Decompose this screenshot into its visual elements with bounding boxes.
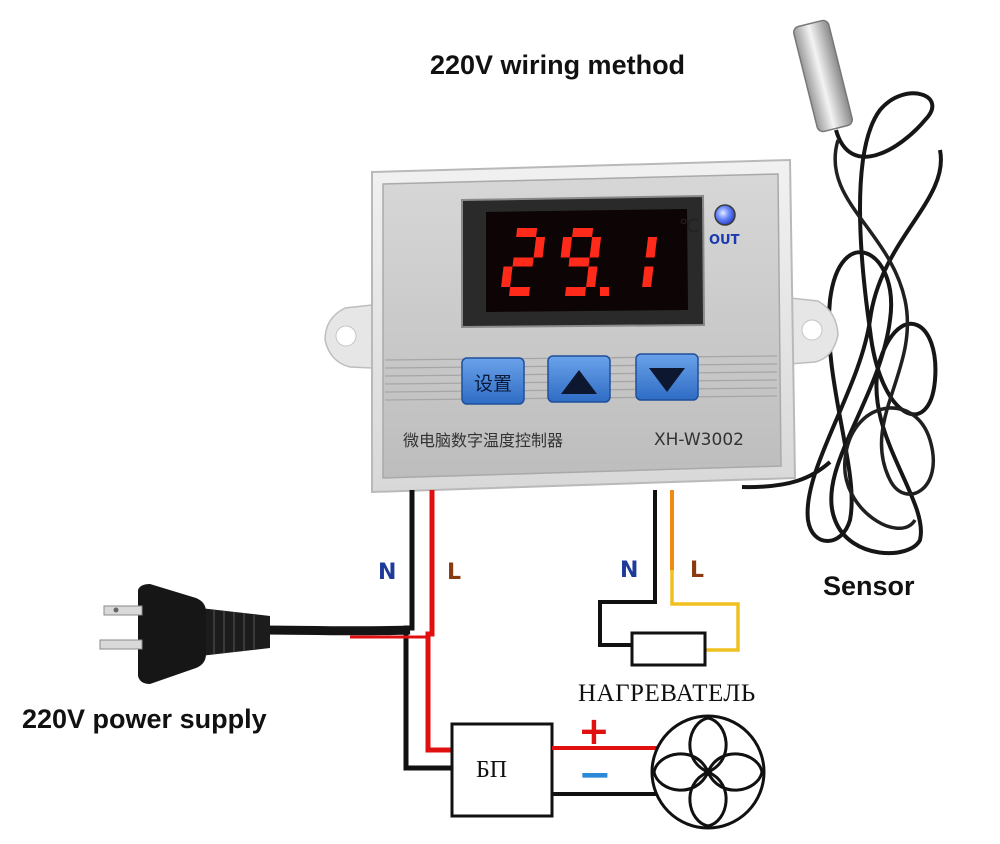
- temperature-controller: ℃ OUT 设置 微电脑数字温度控制器 XH-W3002: [324, 158, 839, 494]
- plug-head: [138, 584, 206, 684]
- input-wires: [403, 490, 452, 771]
- output-live-label: L: [690, 558, 705, 583]
- down-button[interactable]: [635, 353, 699, 401]
- plug-prong-top: [103, 605, 143, 616]
- sensor-label: Sensor: [823, 571, 915, 601]
- display-segment-f: [560, 237, 573, 258]
- power-plug: [99, 584, 428, 684]
- down-arrow-icon: [649, 368, 685, 392]
- model-number: XH-W3002: [654, 430, 744, 450]
- display-decimal-point: [600, 287, 609, 296]
- temperature-sensor: [741, 19, 943, 556]
- display-segment-c: [586, 266, 598, 287]
- plug-ribs: [213, 610, 255, 654]
- display-segment-d: [565, 287, 587, 296]
- power-supply-unit: [450, 722, 554, 818]
- out-indicator-led: [714, 204, 736, 226]
- diagram-title: 220V wiring method: [430, 50, 686, 80]
- up-button[interactable]: [547, 355, 611, 403]
- sensor-cable-to-device: [741, 460, 832, 490]
- display-segment-b: [645, 237, 658, 258]
- output-neutral-label: N: [620, 558, 639, 583]
- sensor-probe: [792, 19, 854, 133]
- output-live-wire-yellow: [670, 570, 740, 652]
- plus-sign: +: [578, 709, 610, 753]
- fan-icon: [650, 714, 766, 830]
- plug-prong-hole: [113, 607, 119, 613]
- plug-prong-bottom: [99, 639, 143, 650]
- minus-sign: −: [578, 752, 612, 798]
- temperature-display-digits: [501, 228, 658, 296]
- mounting-hole-right: [801, 319, 823, 341]
- display-segment-b: [589, 237, 602, 258]
- psu-output-wires: [552, 746, 662, 796]
- mounting-hole-left: [335, 325, 357, 347]
- plug-cord: [261, 625, 411, 636]
- out-indicator-label: OUT: [709, 233, 740, 248]
- input-neutral-label: N: [378, 560, 397, 585]
- input-live-wire: [425, 490, 452, 753]
- power-supply-label: 220V power supply: [22, 704, 267, 734]
- heater-element: [630, 631, 707, 667]
- input-live-label: L: [447, 560, 462, 585]
- display-segment-c: [642, 266, 654, 287]
- display-segment-d: [509, 287, 531, 296]
- up-arrow-icon: [561, 370, 597, 394]
- set-button[interactable]: 设置: [461, 357, 525, 405]
- display-segment-a: [516, 228, 538, 237]
- unit-symbol: ℃: [679, 216, 699, 237]
- output-wires: [598, 490, 740, 652]
- sensor-cable: [833, 139, 936, 531]
- heater-label: НАГРЕВАТЕЛЬ: [578, 680, 756, 707]
- display-segment-g: [568, 257, 590, 267]
- set-button-label: 设置: [474, 373, 512, 395]
- product-name: 微电脑数字温度控制器: [403, 431, 563, 450]
- display-segment-e: [501, 266, 513, 287]
- display-segment-b: [533, 237, 546, 258]
- psu-label: БП: [476, 757, 507, 783]
- sensor-cable: [805, 91, 943, 556]
- output-neutral-wire: [598, 490, 657, 647]
- display-segment-a: [572, 228, 594, 237]
- display-segment-g: [512, 257, 534, 267]
